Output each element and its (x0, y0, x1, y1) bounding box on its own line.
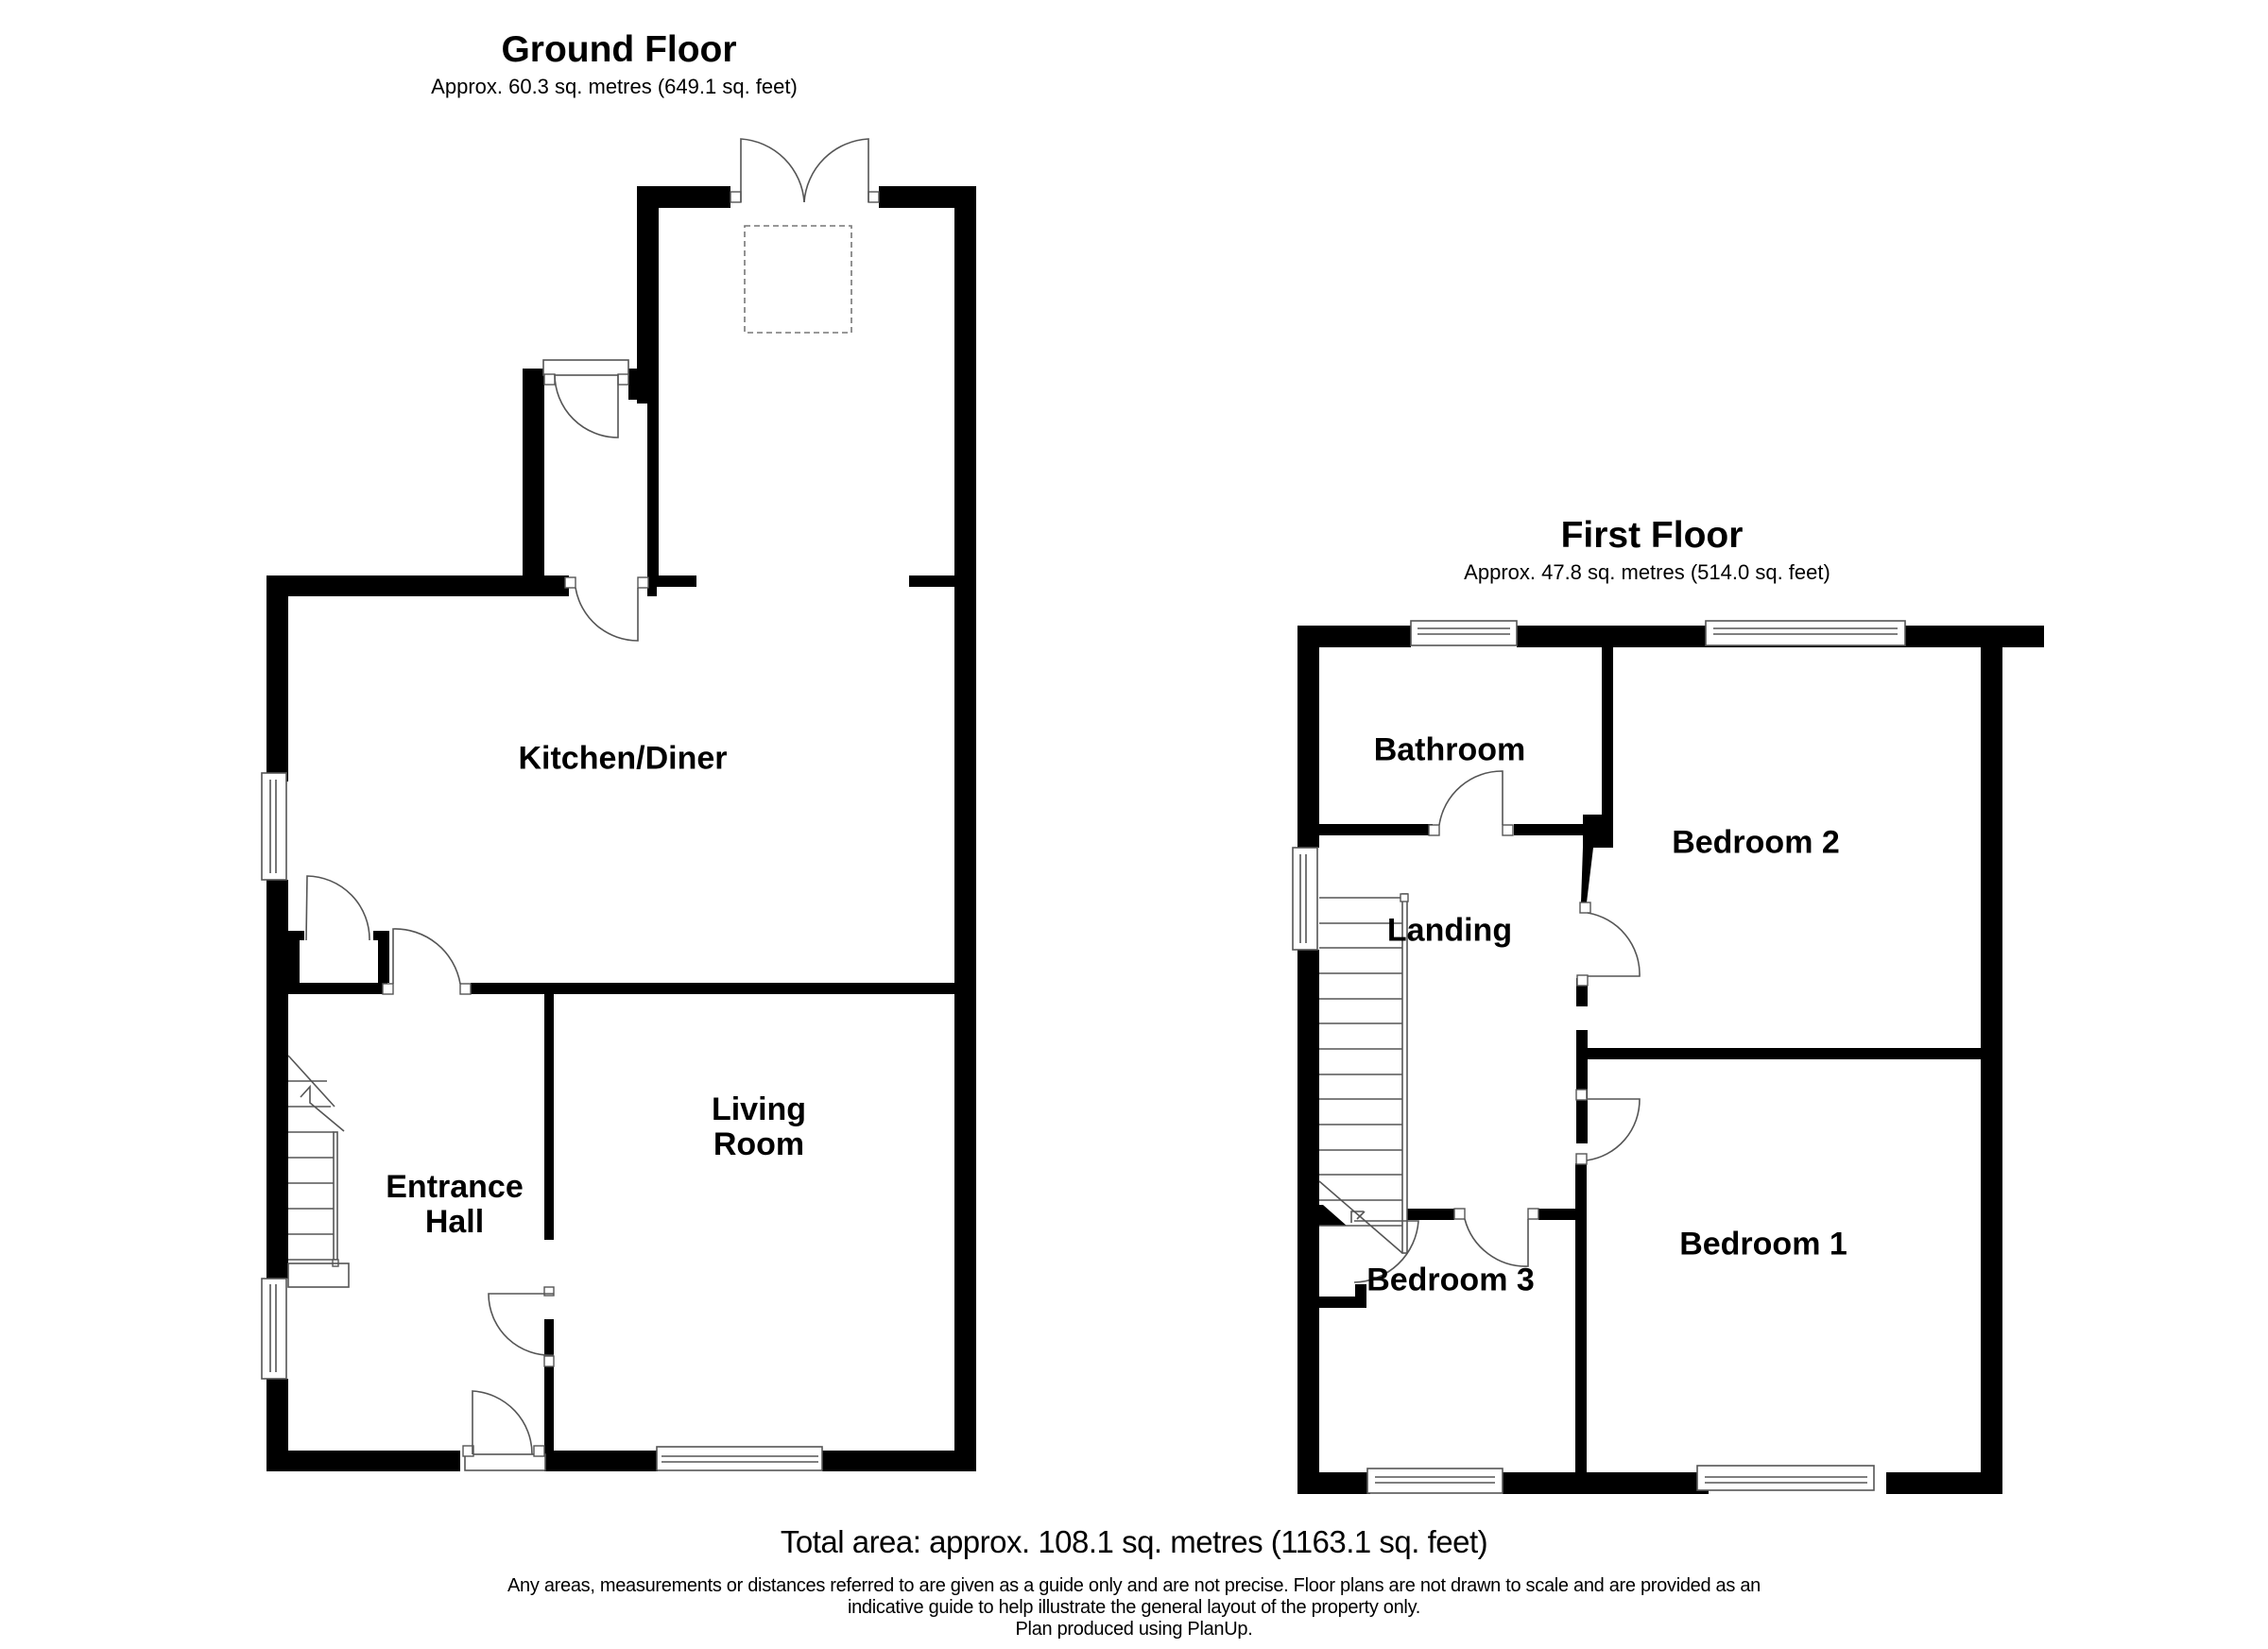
room-label-entrance-hall-line2: Hall (424, 1204, 485, 1240)
room-label-entrance-hall-line1: Entrance (386, 1169, 524, 1205)
staircase-first (1318, 893, 1419, 1283)
disclaimer-line-1: Any areas, measurements or distances ref… (507, 1575, 1761, 1596)
staircase-ground (287, 1055, 350, 1288)
total-area: Total area: approx. 108.1 sq. metres (11… (780, 1524, 1488, 1559)
ground-floor-plan (261, 138, 976, 1471)
first-floor-title: First Floor (1560, 515, 1744, 556)
first-floor-area: Approx. 47.8 sq. metres (514.0 sq. feet) (1464, 560, 1830, 584)
room-label-kitchen-diner: Kitchen/Diner (518, 740, 728, 777)
room-label-landing: Landing (1386, 912, 1513, 949)
room-label-living-room: Living Room (712, 1092, 806, 1162)
disclaimer-line-2: indicative guide to help illustrate the … (847, 1597, 1421, 1618)
room-label-living-room-line1: Living (711, 1091, 807, 1127)
room-label-bedroom-1: Bedroom 1 (1679, 1226, 1847, 1263)
room-label-entrance-hall: Entrance Hall (386, 1170, 524, 1240)
room-label-living-room-line2: Room (713, 1126, 805, 1162)
ground-floor-title: Ground Floor (501, 29, 737, 70)
first-floor-plan (1292, 620, 2044, 1494)
plan-credit: Plan produced using PlanUp. (1015, 1619, 1253, 1640)
room-label-bedroom-2: Bedroom 2 (1672, 824, 1840, 861)
room-label-bedroom-3: Bedroom 3 (1366, 1262, 1535, 1298)
room-label-bathroom: Bathroom (1373, 731, 1526, 768)
ground-floor-area: Approx. 60.3 sq. metres (649.1 sq. feet) (431, 75, 798, 98)
